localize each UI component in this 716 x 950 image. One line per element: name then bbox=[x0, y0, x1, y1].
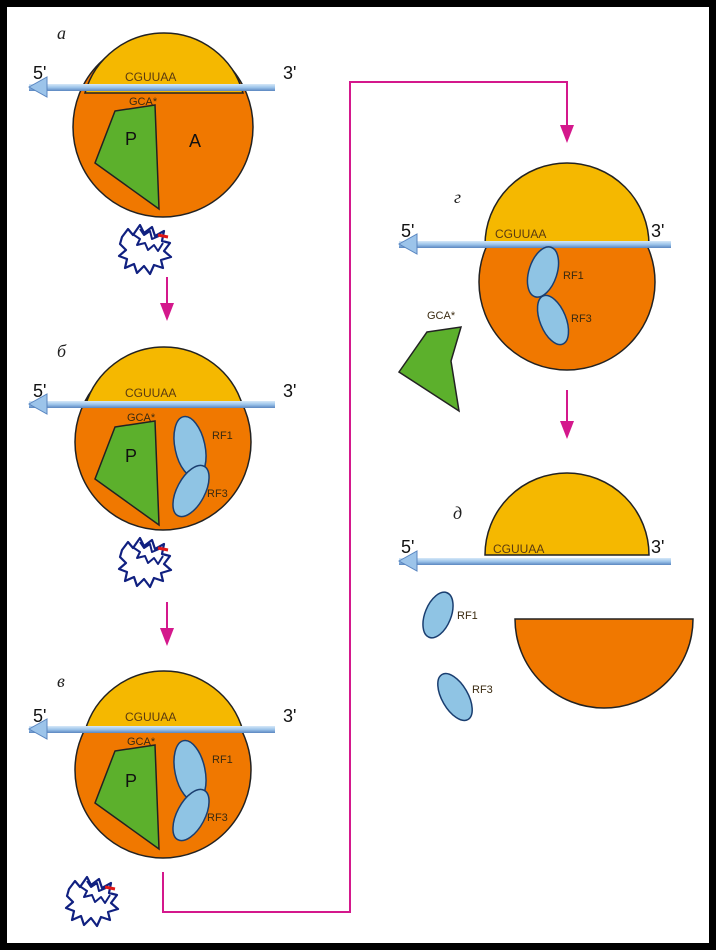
p-site-label: P bbox=[125, 129, 137, 149]
anticodon-label: GCA* bbox=[427, 310, 456, 322]
stop-codon-label: CGUUAA bbox=[125, 70, 176, 84]
flow-arrow-d-to-e bbox=[560, 390, 574, 439]
three-prime-label: 3' bbox=[651, 537, 664, 557]
panel-letter: в bbox=[57, 671, 65, 691]
p-site-label: P bbox=[125, 446, 137, 466]
rf1-label: RF1 bbox=[212, 430, 233, 442]
released-trna bbox=[399, 327, 461, 411]
stop-codon-label: CGUUAA bbox=[125, 710, 176, 724]
translation-termination-diagram: а 5' 3' CGUUAA GCA* P A б 5' 3' CGUUAA G… bbox=[7, 7, 709, 943]
rf3-label: RF3 bbox=[472, 684, 493, 696]
five-prime-label: 5' bbox=[33, 63, 46, 83]
three-prime-label: 3' bbox=[283, 381, 296, 401]
five-prime-label: 5' bbox=[33, 706, 46, 726]
mrna-strand bbox=[399, 241, 671, 248]
rf1-factor bbox=[417, 588, 459, 642]
mrna-strand bbox=[399, 558, 671, 565]
rf1-label: RF1 bbox=[212, 754, 233, 766]
panel-a: а 5' 3' CGUUAA GCA* P A bbox=[29, 23, 296, 274]
five-prime-label: 5' bbox=[401, 221, 414, 241]
five-prime-label: 5' bbox=[401, 537, 414, 557]
panel-b: б 5' 3' CGUUAA GCA* P RF1 RF3 bbox=[29, 341, 296, 587]
three-prime-label: 3' bbox=[283, 706, 296, 726]
panel-letter: д bbox=[453, 503, 462, 523]
diagram-frame: а 5' 3' CGUUAA GCA* P A б 5' 3' CGUUAA G… bbox=[7, 7, 709, 943]
stop-codon-label: CGUUAA bbox=[493, 542, 544, 556]
p-site-label: P bbox=[125, 771, 137, 791]
five-prime-label: 5' bbox=[33, 381, 46, 401]
flow-arrow-a-to-b bbox=[160, 277, 174, 321]
panel-letter: б bbox=[57, 341, 67, 361]
panel-letter: г bbox=[454, 187, 461, 207]
mrna-strand bbox=[29, 401, 275, 408]
flow-arrow-b-to-c bbox=[160, 602, 174, 646]
rf3-label: RF3 bbox=[571, 313, 592, 325]
rf3-label: RF3 bbox=[207, 488, 228, 500]
connector-arrowhead bbox=[560, 125, 574, 143]
nascent-peptide bbox=[119, 225, 171, 274]
nascent-peptide bbox=[119, 538, 171, 587]
large-subunit bbox=[515, 619, 693, 708]
stop-codon-label: CGUUAA bbox=[495, 227, 546, 241]
stop-codon-label: CGUUAA bbox=[125, 386, 176, 400]
mrna-strand bbox=[29, 726, 275, 733]
rf3-label: RF3 bbox=[207, 812, 228, 824]
panel-e: д 5' 3' CGUUAA RF1 RF3 bbox=[399, 473, 693, 726]
panel-letter: а bbox=[57, 23, 66, 43]
three-prime-label: 3' bbox=[651, 221, 664, 241]
a-site-label: A bbox=[189, 131, 201, 151]
three-prime-label: 3' bbox=[283, 63, 296, 83]
panel-d: г 5' 3' CGUUAA RF1 RF3 GCA* bbox=[399, 163, 671, 411]
rf3-factor bbox=[431, 668, 480, 726]
released-peptide bbox=[66, 877, 118, 926]
mrna-strand bbox=[29, 84, 275, 91]
rf1-label: RF1 bbox=[563, 270, 584, 282]
rf1-label: RF1 bbox=[457, 610, 478, 622]
